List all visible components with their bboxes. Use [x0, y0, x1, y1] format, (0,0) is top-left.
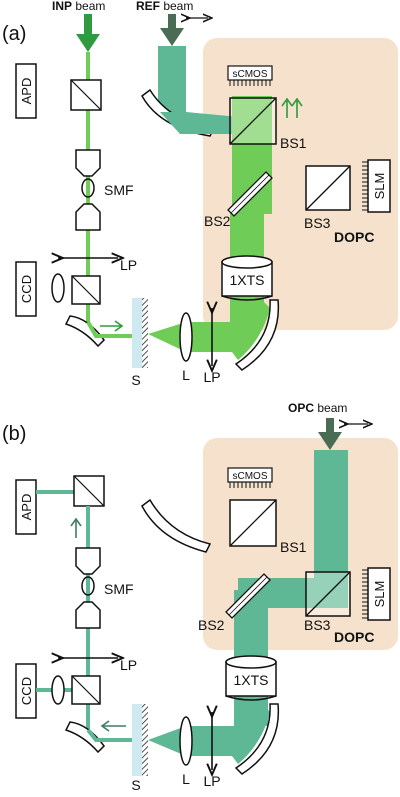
slm-label-b: SLM [372, 581, 387, 608]
curved-mirror-lower-left-b [64, 721, 105, 754]
lp-top-label: LP [120, 257, 137, 273]
beam-direction-arrow-b [100, 720, 126, 732]
ref-beam-to-bs1 [160, 112, 250, 134]
fiber-coupler-top [75, 149, 101, 177]
ref-beam-label: REF beam [136, 0, 193, 13]
telescope-1xts [221, 255, 273, 301]
apd-detector [15, 63, 37, 119]
fiber-coupler-bottom-b [75, 601, 101, 629]
panel-a: (a) INP beam REF beam APD [2, 0, 398, 388]
panel-b: (b) OPC beam APD SMF LP [2, 401, 398, 793]
sample [132, 298, 142, 368]
panel-b-label: (b) [2, 423, 26, 445]
bs1-label: BS1 [280, 135, 307, 151]
bs3-label-b: BS3 [304, 617, 331, 633]
beamsplitter-bs3 [305, 165, 351, 211]
dopc-label: DOPC [334, 229, 374, 245]
bs1-label-b: BS1 [280, 539, 307, 555]
lens-l-b [179, 716, 193, 766]
focusing-cone-b [148, 726, 186, 756]
opc-beam-path [314, 450, 348, 578]
telescope-1xts-b [225, 655, 277, 701]
inp-beam-arrow [76, 14, 100, 52]
lens-l-label: L [182, 367, 190, 383]
curved-mirror-lower-left [64, 315, 105, 348]
fiber-loop [81, 178, 95, 198]
apd-label: APD [19, 78, 34, 105]
inp-beam-label: INP beam [52, 0, 105, 13]
scmos-label: sCMOS [233, 69, 268, 80]
ccd-label: CCD [19, 275, 34, 303]
smf-label-b: SMF [104, 581, 134, 597]
opc-beam-arrow [326, 418, 334, 434]
apd-detector-b [15, 479, 37, 535]
sample-label: S [131, 372, 140, 388]
ccd-camera [15, 261, 37, 317]
lens-l [179, 312, 193, 362]
xts-label: 1XTS [229, 272, 264, 288]
focusing-cone [148, 322, 186, 352]
beamsplitter-bs1 [229, 97, 277, 145]
beamsplitter-lower [71, 275, 101, 305]
bs2-label-b: BS2 [198, 617, 225, 633]
ref-beam-path [158, 46, 186, 112]
lp-top-label-b: LP [120, 657, 137, 673]
ccd-label-b: CCD [19, 677, 34, 705]
scmos-camera-b [227, 467, 273, 488]
fiber-coupler-top-b [75, 547, 101, 575]
beamsplitter-lower-b [71, 675, 101, 705]
bs3-label: BS3 [304, 215, 331, 231]
beamsplitter-top [70, 79, 102, 111]
beamsplitter-bs2 [227, 171, 273, 217]
opc-beam-label: OPC beam [288, 401, 347, 415]
sample-label-b: S [131, 777, 140, 792]
slm-label: SLM [372, 173, 387, 200]
beamsplitter-bs1-b [229, 499, 277, 547]
beam-to-sample [86, 321, 140, 338]
fiber-loop-b [81, 576, 95, 596]
sample-b [132, 704, 142, 776]
beamsplitter-top-b [73, 475, 105, 507]
lp-bottom-label-b: LP [203, 773, 220, 789]
ref-beam-arrow [160, 14, 184, 46]
dopc-label-b: DOPC [334, 629, 374, 645]
bs2-label: BS2 [204, 213, 231, 229]
smf-label: SMF [104, 182, 134, 198]
up-arrow-b [70, 517, 82, 538]
curved-mirror-bottom-right-b [234, 703, 280, 775]
scmos-label-b: sCMOS [233, 471, 268, 482]
fiber-coupler-bottom [75, 203, 101, 231]
scmos-camera [227, 65, 273, 86]
lp-bottom-label: LP [203, 369, 220, 385]
apd-label-b: APD [19, 494, 34, 521]
curved-mirror-bottom-right [234, 299, 280, 371]
green-up-arrows [281, 97, 303, 118]
panel-a-label: (a) [2, 23, 26, 45]
lens-l-label-b: L [182, 771, 190, 787]
inp-beam-path [86, 52, 90, 324]
xts-label-b: 1XTS [233, 672, 268, 688]
beamsplitter-bs2-b [225, 573, 271, 619]
curved-mirror-ref-b [141, 498, 212, 553]
ccd-lens-b [51, 675, 65, 705]
beamsplitter-bs3-b [305, 571, 351, 617]
ccd-lens [51, 273, 65, 303]
